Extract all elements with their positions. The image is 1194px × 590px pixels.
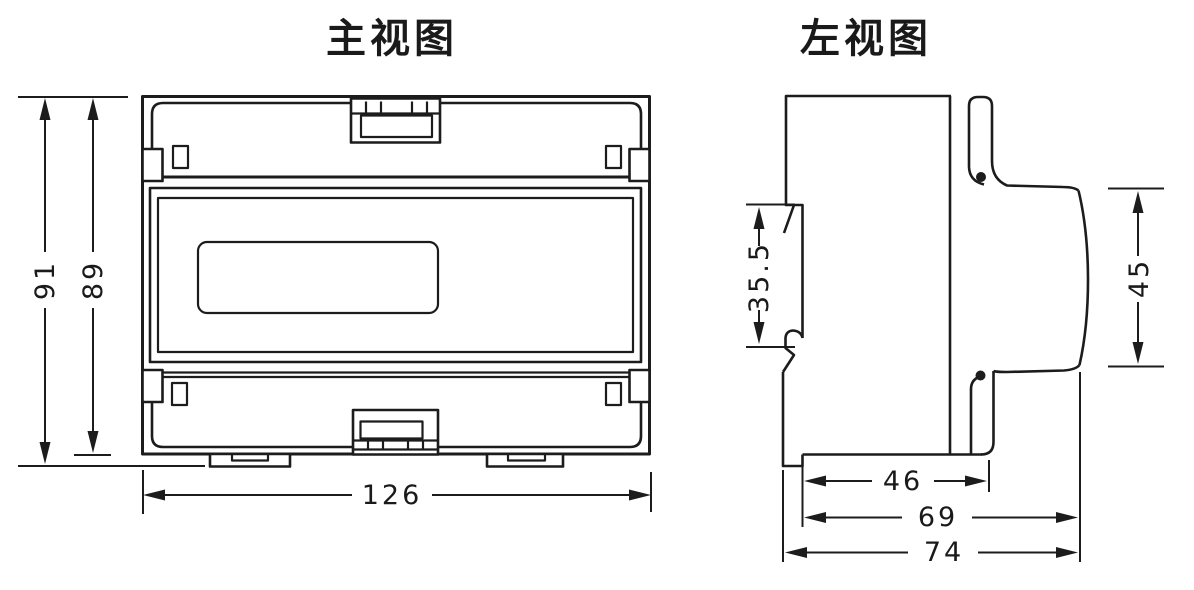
front-right-foot bbox=[485, 452, 565, 468]
left-din-clip bbox=[781, 329, 804, 373]
left-front-face-curve bbox=[1077, 190, 1090, 366]
dim-91-label: 91 bbox=[30, 260, 61, 300]
dimension-height-overall: 91 89 bbox=[18, 96, 205, 467]
front-left-bottom-tab bbox=[141, 368, 164, 404]
dimension-rail-slot: 35.5 bbox=[744, 203, 795, 348]
front-view: 主视图 bbox=[18, 16, 652, 514]
left-view: 左视图 35.5 45 bbox=[744, 16, 1164, 568]
left-bezel-channel-wall bbox=[980, 371, 995, 456]
front-left-foot bbox=[208, 452, 292, 468]
front-bezel-frame-outer bbox=[148, 186, 643, 364]
front-bottom-seam bbox=[142, 371, 650, 379]
left-view-title: 左视图 bbox=[800, 16, 932, 62]
front-clip-slot-top-left bbox=[171, 144, 190, 170]
dim-35.5-label: 35.5 bbox=[744, 241, 775, 313]
left-top-hinge-hook bbox=[967, 166, 985, 186]
left-bezel-tower bbox=[967, 95, 994, 167]
front-top-terminal-block bbox=[349, 97, 442, 144]
dim-126-label: 126 bbox=[362, 480, 423, 511]
dimension-front-panel-height: 45 bbox=[1108, 187, 1164, 368]
left-rear-body bbox=[782, 94, 951, 234]
left-bottom-hinge-hook bbox=[969, 374, 984, 455]
front-bezel-frame-inner bbox=[156, 196, 635, 354]
front-clip-slot-bottom-right bbox=[604, 381, 623, 407]
dim-46-label: 46 bbox=[883, 466, 923, 497]
front-bottom-terminal-block bbox=[351, 408, 440, 456]
left-bezel-top-edge bbox=[990, 160, 1080, 192]
left-top-hinge-pin bbox=[976, 172, 986, 182]
dimension-width: 126 bbox=[142, 470, 652, 514]
front-clip-slot-bottom-left bbox=[170, 381, 189, 407]
left-bottom-hinge-pin bbox=[975, 370, 986, 381]
left-lower-edge-and-foot bbox=[781, 372, 982, 468]
dimension-depth-overall: 74 bbox=[782, 470, 1078, 568]
front-right-bottom-tab bbox=[628, 368, 651, 404]
dim-74-label: 74 bbox=[924, 537, 964, 568]
dimension-depth-mid: 69 bbox=[804, 372, 1081, 562]
front-clip-slot-top-right bbox=[604, 144, 623, 170]
front-right-top-tab bbox=[628, 147, 651, 183]
dimension-depth-body: 46 bbox=[801, 460, 990, 527]
front-display-window bbox=[196, 240, 440, 315]
dim-89-label: 89 bbox=[78, 260, 109, 300]
front-left-top-tab bbox=[141, 147, 164, 183]
left-din-slot-wall bbox=[794, 203, 804, 338]
dim-45-label: 45 bbox=[1124, 258, 1155, 298]
left-bezel-bottom-edge bbox=[993, 364, 1081, 374]
dim-69-label: 69 bbox=[918, 502, 958, 533]
front-outer-case bbox=[141, 95, 651, 456]
front-view-title: 主视图 bbox=[326, 16, 458, 62]
